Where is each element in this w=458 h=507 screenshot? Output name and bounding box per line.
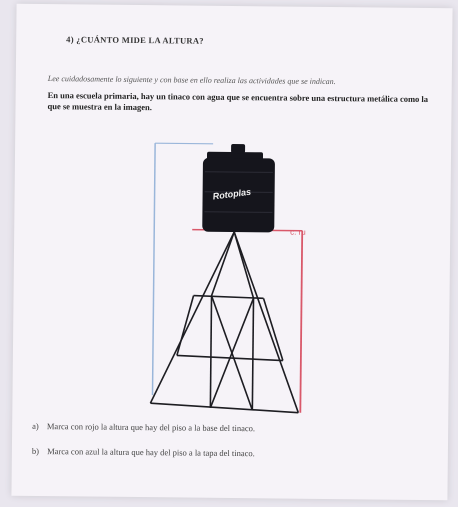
water-tank: Rotoplas — [202, 144, 275, 233]
water-tower-figure: c. ru Rotoplas — [149, 142, 306, 414]
problem-statement: En una escuela primaria, hay un tinaco c… — [47, 90, 429, 113]
red-height-line — [299, 230, 304, 413]
blue-height-line — [151, 143, 156, 396]
metal-structure — [149, 231, 300, 414]
worksheet-page: 4) ¿CUÁNTO MIDE LA ALTURA? Lee cuidadosa… — [11, 3, 453, 501]
red-marker: c. ru — [290, 228, 306, 237]
question-b: b) Marca con azul la altura que hay del … — [32, 446, 255, 458]
question-a-letter: a) — [32, 420, 39, 431]
tank-brand-logo: Rotoplas — [212, 187, 251, 202]
question-b-letter: b) — [31, 445, 40, 456]
question-b-text: Marca con azul la altura que hay del pis… — [47, 446, 255, 459]
instruction-text: Lee cuidadosamente lo siguiente y con ba… — [47, 74, 336, 87]
section-title: 4) ¿CUÁNTO MIDE LA ALTURA? — [66, 34, 204, 46]
blue-top-line — [155, 142, 214, 145]
question-a: a) Marca con rojo la altura que hay del … — [32, 421, 255, 433]
question-a-text: Marca con rojo la altura que hay del pis… — [46, 421, 256, 434]
